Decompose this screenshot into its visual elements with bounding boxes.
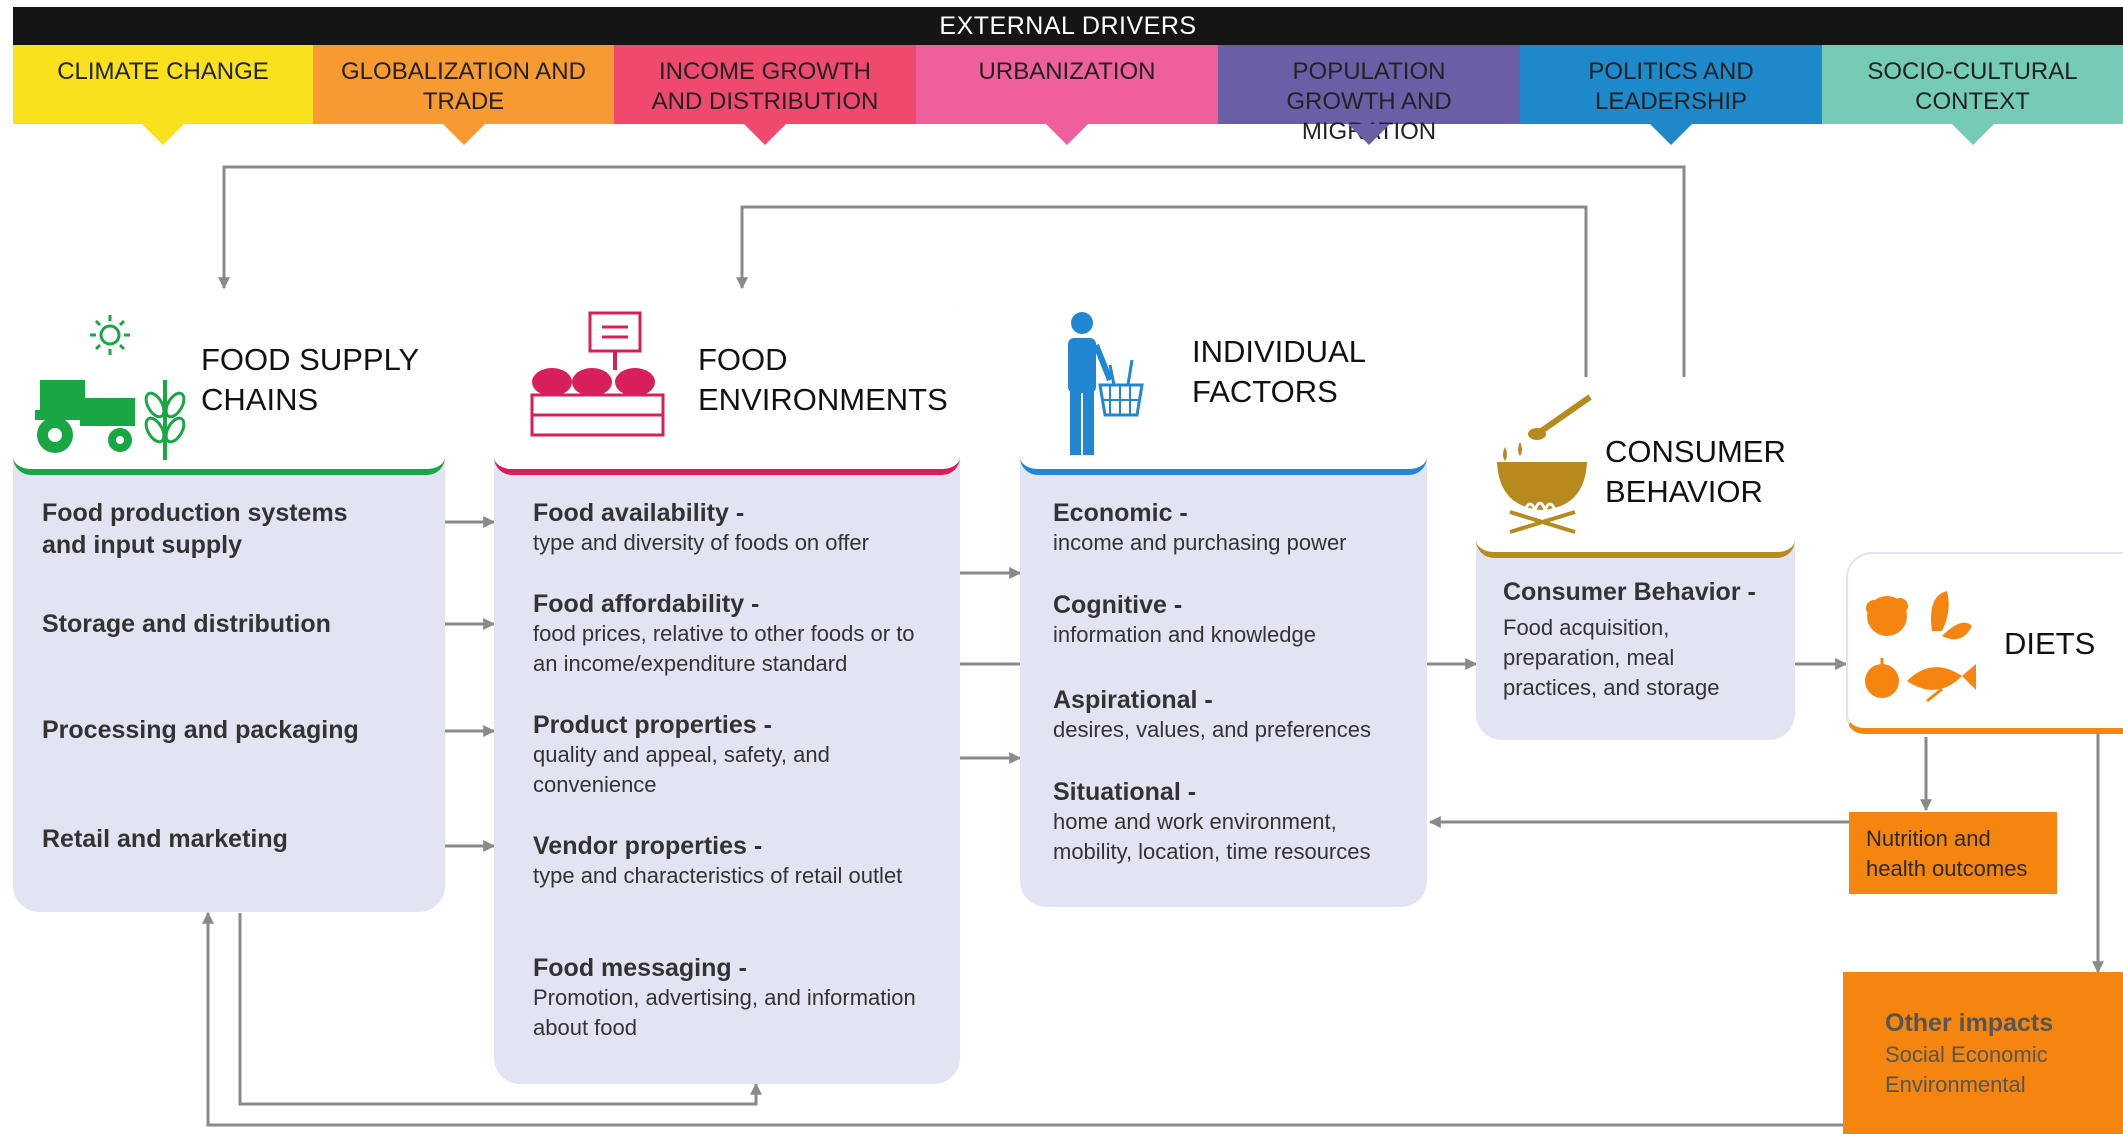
driver-pointer (1951, 124, 1994, 145)
nutrition-health-outcomes-label: Nutrition and health outcomes (1866, 826, 2028, 881)
supply-item: Storage and distribution (42, 610, 331, 638)
environment-item-head: Food affordability - (533, 590, 760, 618)
driver-pointer (1650, 124, 1692, 145)
food-supply-chains-title: FOOD SUPPLY CHAINS (201, 342, 419, 417)
driver-income-growth: INCOME GROWTH AND DISTRIBUTION (614, 45, 916, 145)
individual-item-head: Economic - (1053, 499, 1188, 527)
environment-item-head: Vendor properties - (533, 832, 763, 860)
food-environments-title: FOOD ENVIRONMENTS (698, 342, 948, 417)
environment-item-text: Promotion, advertising, and information … (533, 985, 916, 1040)
consumer-item-text: Food acquisition, preparation, meal prac… (1503, 615, 1720, 700)
driver-label: POPULATION GROWTH AND MIGRATION (1286, 58, 1452, 145)
driver-globalization: GLOBALIZATION AND TRADE (313, 45, 614, 145)
driver-label: CLIMATE CHANGE (57, 58, 269, 85)
supply-item: Retail and marketing (42, 825, 288, 853)
driver-label: URBANIZATION (978, 58, 1156, 85)
environment-item-text: type and characteristics of retail outle… (533, 863, 903, 888)
cooking-pot-icon (1497, 394, 1592, 534)
fruit-vegetables-fish-icon (1865, 591, 1976, 703)
individual-item-head: Situational - (1053, 778, 1197, 806)
environment-item-head: Food messaging - (533, 954, 747, 982)
driver-urbanization: URBANIZATION (916, 45, 1218, 145)
individual-item-head: Cognitive - (1053, 591, 1183, 619)
diets-box (1846, 552, 2123, 734)
consumer-item-head: Consumer Behavior - (1503, 578, 1756, 606)
individual-item-text: home and work environment, mobility, loc… (1053, 809, 1371, 864)
driver-pointer (142, 124, 184, 145)
other-impacts-box: Other impacts Social Economic Environmen… (1843, 972, 2123, 1134)
tractor-icon (35, 315, 186, 460)
market-stall-icon (530, 311, 665, 437)
driver-climate-change: CLIMATE CHANGE (13, 45, 313, 145)
external-drivers-banner: EXTERNAL DRIVERS (13, 7, 2123, 45)
consumer-behavior-title: CONSUMER BEHAVIOR (1605, 434, 1786, 509)
environment-item-text: food prices, relative to other foods or … (533, 621, 915, 676)
diets-title: DIETS (2004, 626, 2096, 661)
driver-label: SOCIO-CULTURAL CONTEXT (1867, 58, 2078, 115)
driver-label: POLITICS AND LEADERSHIP (1588, 58, 1754, 115)
driver-label: GLOBALIZATION AND TRADE (341, 58, 586, 115)
other-impacts-title: Other impacts (1885, 1009, 2054, 1037)
driver-socio-cultural: SOCIO-CULTURAL CONTEXT (1822, 45, 2123, 145)
driver-politics: POLITICS AND LEADERSHIP (1520, 45, 1822, 145)
nutrition-health-outcomes-box: Nutrition and health outcomes (1849, 812, 2057, 894)
environment-item-text: quality and appeal, safety, and convenie… (533, 742, 830, 797)
supply-item: Food production systems and input supply (42, 499, 348, 559)
individual-item-text: income and purchasing power (1053, 530, 1347, 555)
person-with-basket-icon (1068, 312, 1144, 455)
individual-item-head: Aspirational - (1053, 686, 1213, 714)
supply-item: Processing and packaging (42, 716, 359, 744)
driver-population-growth: POPULATION GROWTH AND MIGRATION (1218, 45, 1520, 145)
environment-item-head: Food availability - (533, 499, 745, 527)
environment-item-text: type and diversity of foods on offer (533, 530, 869, 555)
individual-factors-title: INDIVIDUAL FACTORS (1192, 334, 1365, 409)
other-impacts-text: Social Economic Environmental (1885, 1042, 2048, 1097)
driver-pointer (1046, 124, 1088, 145)
individual-item-text: information and knowledge (1053, 622, 1316, 647)
driver-pointer (442, 124, 485, 145)
environment-item-head: Product properties - (533, 711, 772, 739)
driver-pointer (1348, 124, 1390, 145)
driver-pointer (744, 124, 786, 145)
driver-label: INCOME GROWTH AND DISTRIBUTION (651, 58, 879, 115)
individual-item-text: desires, values, and preferences (1053, 717, 1371, 742)
